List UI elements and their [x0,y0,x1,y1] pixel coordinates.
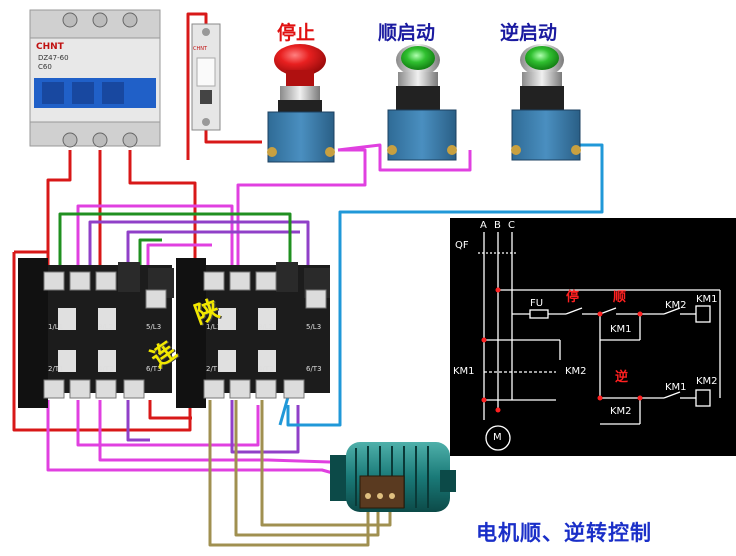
green-wire [58,212,292,265]
schematic-km2-coil: KM2 [696,376,718,387]
red-wire [186,12,208,160]
km1-terminal-t3: 6/T3 [146,365,162,373]
breaker-rating: C60 [38,63,52,71]
km2-terminal-t3: 6/T3 [306,365,322,373]
km2-terminal-l3: 5/L3 [306,323,322,331]
forward-start-button[interactable] [387,44,457,161]
olive-wire [234,400,380,537]
km2-terminal-l2: 3/L2 [258,323,274,331]
schematic-km1-interlock-bottom: KM1 [665,382,687,393]
schematic-panel [450,218,736,456]
purple-wire [230,400,300,454]
magenta-wire [337,143,472,172]
circuit-breaker[interactable] [29,9,161,148]
schematic-fu: FU [530,298,544,309]
olive-wire [260,400,392,527]
magenta-wire [76,400,260,447]
purple-wire [126,400,150,442]
reverse-button-label: 逆启动 [500,22,558,44]
schematic-phase-b: B [494,220,501,231]
red-wire [204,128,262,144]
magenta-wire [76,204,234,265]
schematic-km1-coil: KM1 [696,294,718,305]
purple-wire [88,220,310,265]
km1-terminal-l3: 5/L3 [146,323,162,331]
schematic-stop: 停 [566,290,580,305]
magenta-wire [146,243,212,265]
km1-terminal-t2: 4/T2 [98,365,114,373]
schematic-km2-main: KM2 [565,366,587,377]
magenta-wire [98,400,331,464]
breaker-model: DZ47-60 [38,54,69,62]
forward-button-label: 顺启动 [378,22,436,44]
schematic-reverse: 逆 [615,370,629,385]
reverse-start-button[interactable] [511,44,581,161]
schematic-motor: M [493,432,502,443]
schematic-forward: 顺 [613,290,627,305]
red-wire [128,150,197,265]
schematic-phase-a: A [480,220,487,231]
purple-wire [126,230,300,265]
stop-button-label: 停止 [277,22,316,44]
km1-terminal-l2: 3/L2 [98,323,114,331]
km2-terminal-l1: 1/L1 [206,323,222,331]
km1-terminal-l1: 1/L1 [48,323,64,331]
magenta-wire [46,400,341,477]
schematic-km1-hold: KM1 [610,324,632,335]
red-wire [46,150,72,265]
schematic-km1-main: KM1 [453,366,475,377]
diagram-caption: 电机顺、逆转控制 [476,521,652,545]
fuse-holder[interactable] [191,23,221,131]
stop-button[interactable] [267,44,335,163]
km1-terminal-t1: 2/T1 [48,365,64,373]
green-wire [138,238,162,265]
schematic-qf: QF [455,240,469,251]
red-wire [148,400,192,420]
contactor-km2[interactable] [176,258,330,408]
motor [330,442,456,512]
fuse-brand: CHNT [193,46,208,52]
contactor-km1[interactable] [18,258,174,408]
magenta-wire [236,148,367,265]
schematic-km2-hold: KM2 [610,406,632,417]
km2-terminal-t2: 4/T2 [258,365,274,373]
schematic-phase-c: C [508,220,515,231]
km2-terminal-t1: 2/T1 [206,365,222,373]
cyan-wire [286,143,604,427]
schematic-km2-interlock-top: KM2 [665,300,687,311]
breaker-brand: CHNT [36,42,64,52]
